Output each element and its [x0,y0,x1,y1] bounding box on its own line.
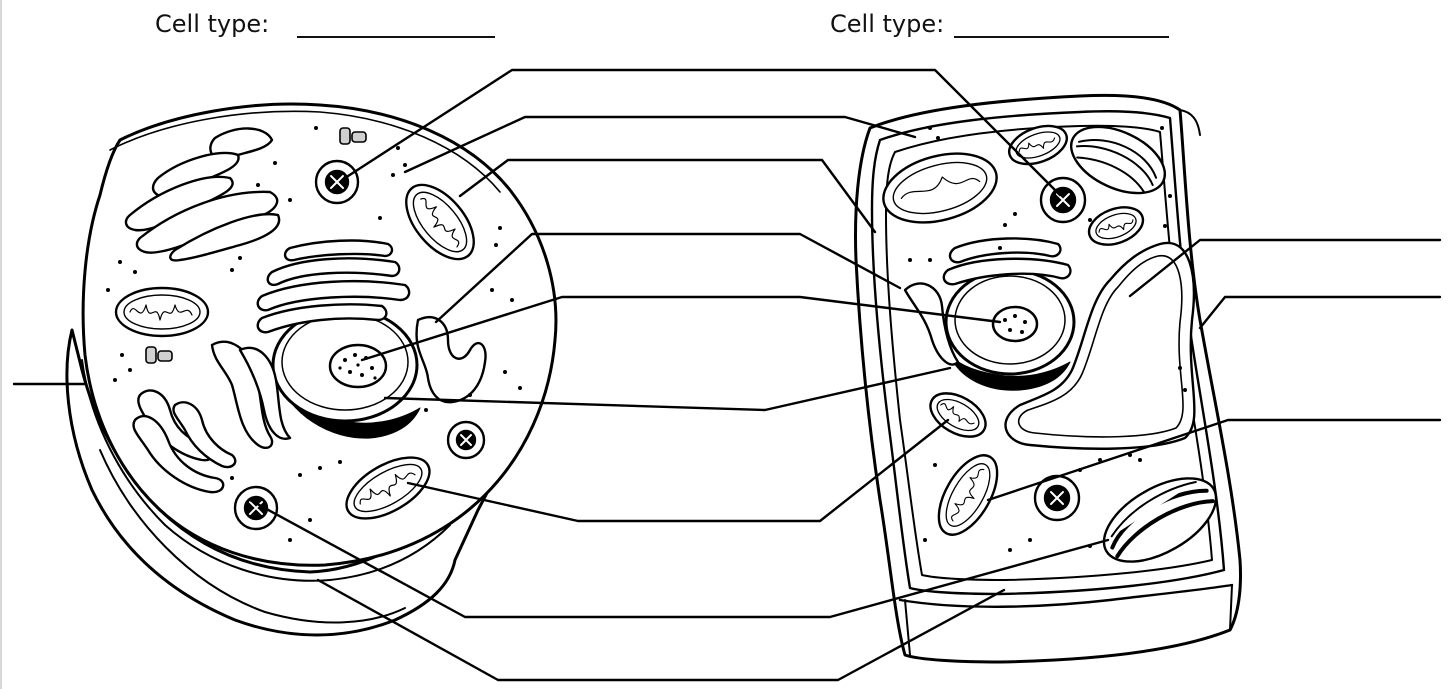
leader-line-cell-wall [1200,297,1440,328]
plant-cell [856,95,1241,662]
animal-lysosome-bottom [235,487,277,529]
plant-vesicle-top [1041,178,1085,222]
animal-cell [67,104,556,635]
animal-lysosome-top [316,161,358,203]
plant-nucleolus [993,307,1037,341]
animal-mitochondrion-left [116,288,208,336]
animal-lysosome-right [448,422,484,458]
